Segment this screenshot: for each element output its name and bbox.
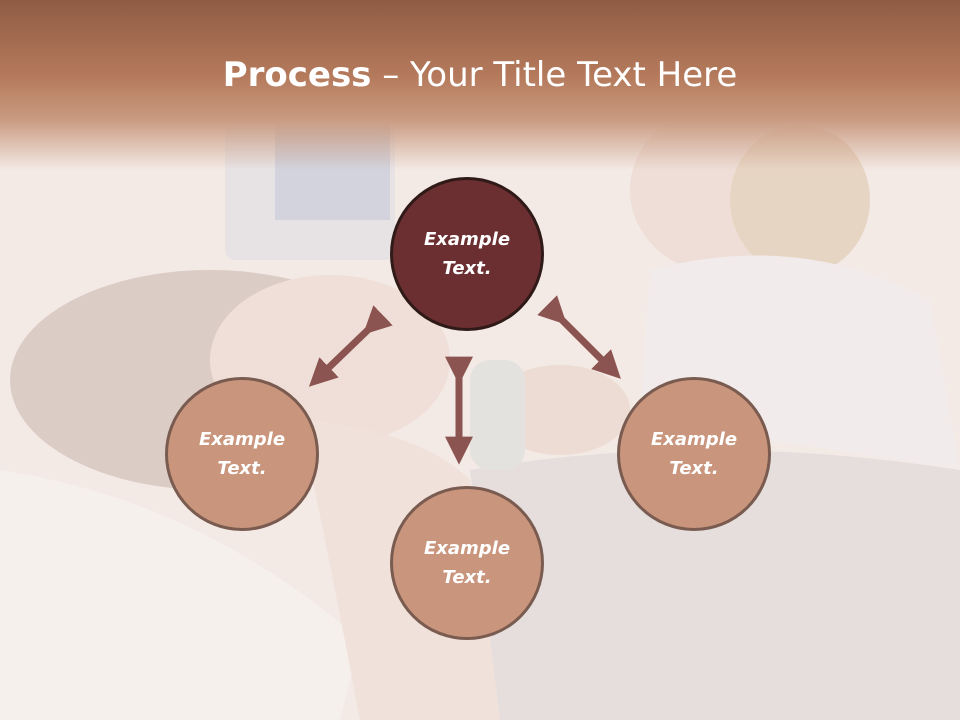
title-bold: Process xyxy=(222,55,372,95)
gown-shape xyxy=(470,450,960,720)
arrow-top-right xyxy=(537,295,621,379)
process-node-right[interactable]: Example Text. xyxy=(617,377,771,531)
node-left-label: Example Text. xyxy=(198,429,286,479)
slide-title: Process – Your Title Text Here xyxy=(0,50,960,100)
title-banner xyxy=(0,0,960,170)
node-right-label: Example Text. xyxy=(650,429,738,479)
arrow-top-left xyxy=(308,305,393,387)
node-bottom-label: Example Text. xyxy=(423,538,511,588)
node-top-label: Example Text. xyxy=(423,229,511,279)
process-node-bottom[interactable]: Example Text. xyxy=(390,486,544,640)
process-node-top[interactable]: Example Text. xyxy=(390,177,544,331)
process-node-left[interactable]: Example Text. xyxy=(165,377,319,531)
title-rest: – Your Title Text Here xyxy=(371,55,738,95)
